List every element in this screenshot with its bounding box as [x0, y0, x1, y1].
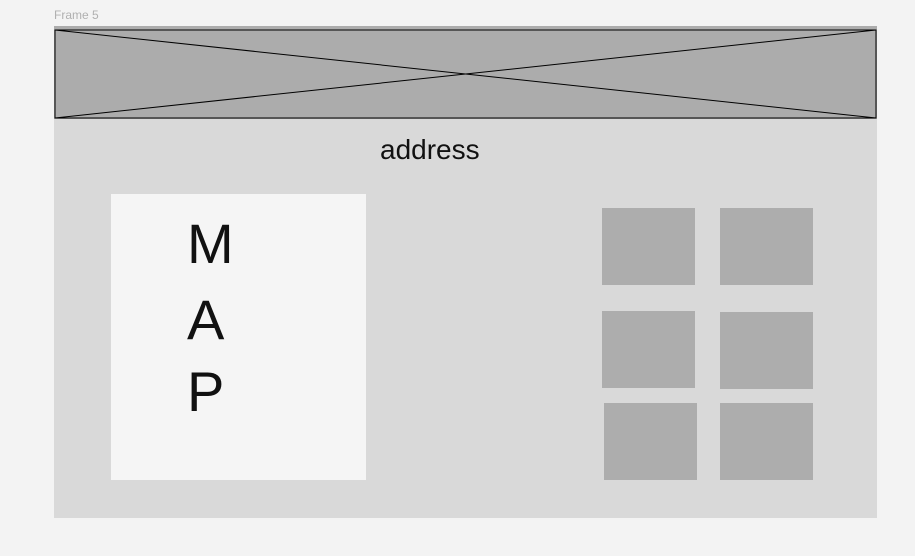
map-letter: A [187, 288, 225, 351]
map-letter: M [187, 212, 234, 275]
gallery-thumbnail [720, 403, 813, 480]
gallery-thumbnail [720, 208, 813, 285]
map-placeholder: M A P [111, 194, 366, 480]
gallery-thumbnail [602, 311, 695, 388]
frame-label[interactable]: Frame 5 [54, 8, 99, 22]
map-letter: P [187, 360, 225, 423]
wireframe-frame[interactable]: address M A P [54, 26, 877, 518]
image-placeholder-icon [54, 29, 877, 119]
hero-image-placeholder [54, 26, 877, 119]
address-text: address [380, 134, 480, 165]
gallery-thumbnail [720, 312, 813, 389]
gallery-thumbnail [602, 208, 695, 285]
gallery-thumbnail [604, 403, 697, 480]
